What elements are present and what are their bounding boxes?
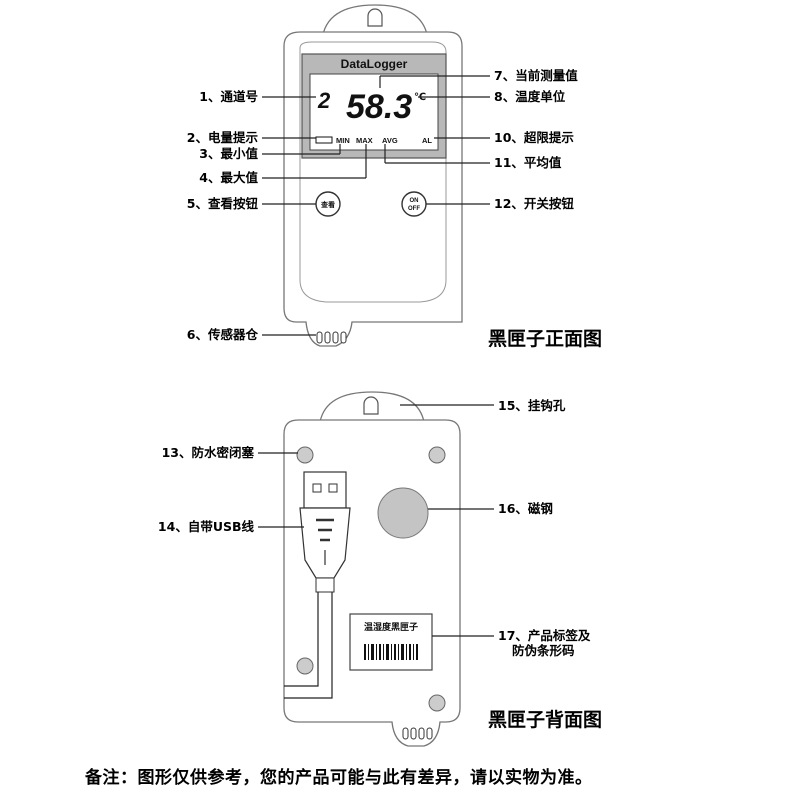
seal-plug-top-left [296,446,314,464]
brand-label: DataLogger [341,57,408,71]
lcd-channel: 2 [317,88,331,113]
barcode [364,644,418,660]
front-panel [299,41,447,303]
front-title: 黑匣子正面图 [488,328,602,350]
back-vents [402,727,433,740]
front-leader-lines [262,75,490,336]
label-alarm: 10、超限提示 [494,130,574,145]
label-power-button: 12、开关按钮 [494,196,574,211]
usb-cable [284,471,351,699]
seal-plug-top-right [428,446,446,464]
label-avg: 11、平均值 [494,155,562,170]
label-min: 3、最小值 [199,146,258,161]
sensor-vents [316,331,347,344]
front-hang-hole [367,8,383,27]
lcd-value: 58.3 [346,88,412,126]
label-max: 4、最大值 [199,170,258,185]
label-temp-unit: 8、温度单位 [494,89,566,104]
seal-plug-bottom-left [296,657,314,675]
label-view-button: 5、查看按钮 [187,196,259,211]
sticker-text: 温湿度黑匣子 [364,621,418,632]
power-button[interactable] [401,191,427,217]
label-usb: 14、自带USB线 [158,519,255,534]
label-channel: 1、通道号 [199,89,258,104]
power-button-label-on: ON [410,198,419,204]
lcd-avg: AVG [382,136,398,145]
magnet [377,487,429,539]
label-current-value: 7、当前测量值 [494,68,578,83]
back-leader-lines [258,404,494,637]
label-sensor: 6、传感器仓 [187,327,259,342]
label-sticker-1: 17、产品标签及 [498,628,591,643]
front-view: DataLogger 2 58.3 ℃ MIN MAX AVG AL 查看 ON… [187,4,602,350]
disclaimer-note: 备注：图形仅供参考，您的产品可能与此有差异，请以实物为准。 [85,768,593,788]
back-title: 黑匣子背面图 [488,708,602,731]
back-hang-hole [363,396,379,415]
label-seal-plug: 13、防水密闭塞 [162,445,255,460]
power-button-label-off: OFF [408,206,420,212]
label-battery: 2、电量提示 [187,130,259,145]
back-view: 温湿度黑匣子 15、挂钩孔 13、防水密闭塞 1 [158,391,602,747]
label-hang-hole: 15、挂钩孔 [498,398,566,413]
label-magnet: 16、磁钢 [498,501,553,516]
view-button-label: 查看 [321,200,335,209]
lcd-min: MIN [336,136,350,145]
lcd-al: AL [422,136,432,145]
battery-icon [315,136,333,144]
label-sticker-2: 防伪条形码 [512,643,575,658]
seal-plug-bottom-right [428,694,446,712]
lcd-max: MAX [356,136,373,145]
product-sticker [349,613,433,671]
